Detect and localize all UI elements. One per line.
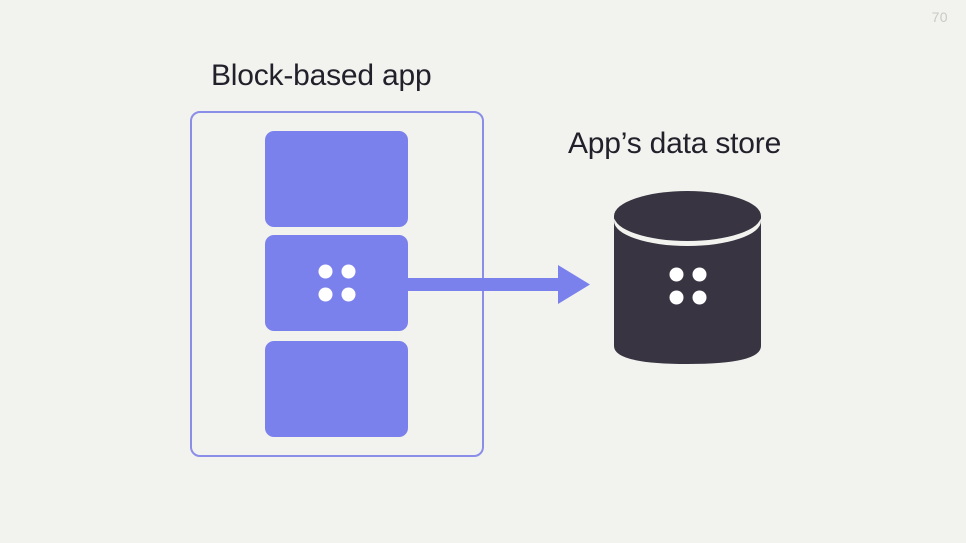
data-store-cylinder-icon [614,191,761,364]
app-block-top[interactable] [265,131,408,227]
data-dot [318,287,332,302]
data-flow-arrow-icon [398,265,590,304]
page-number: 70 [931,9,948,25]
data-dot [341,264,355,279]
data-dots-icon [318,264,355,302]
data-dot [341,287,355,302]
block-based-app-title: Block-based app [211,59,432,92]
app-block-bottom[interactable] [265,341,408,437]
app-data-store-title: App’s data store [568,127,782,160]
data-dot [318,264,332,279]
app-block-middle[interactable] [265,235,408,331]
